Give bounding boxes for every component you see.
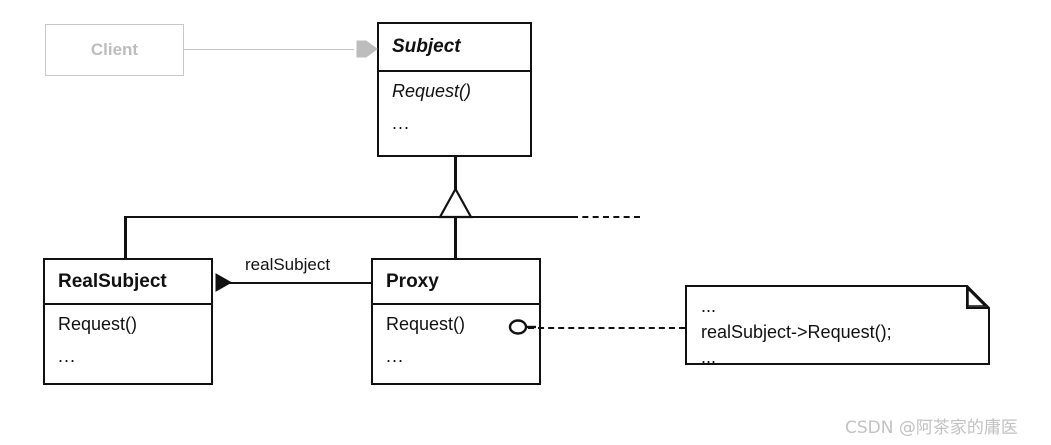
- note-box-proxy-request[interactable]: ... realSubject->Request(); ...: [685, 283, 992, 367]
- generalization-crossbar: [124, 216, 574, 218]
- note-text-block: ... realSubject->Request(); ...: [701, 294, 892, 371]
- operation-real-subject-request: Request(): [58, 314, 138, 334]
- class-name-real-subject: RealSubject: [58, 270, 167, 292]
- class-box-client[interactable]: Client: [45, 24, 184, 76]
- class-box-real-subject[interactable]: RealSubject Request() ...: [43, 258, 213, 385]
- edge-label-real-subject: realSubject: [245, 255, 331, 274]
- edge-client-to-subject-line: [184, 49, 354, 50]
- class-title-compartment-real-subject: RealSubject: [45, 260, 211, 305]
- class-name-subject: Subject: [392, 36, 461, 57]
- class-operations-compartment-real-subject: Request() ...: [45, 305, 211, 383]
- operation-subject-ellipsis: ...: [392, 113, 411, 133]
- class-title-compartment-proxy: Proxy: [373, 260, 539, 305]
- generalization-crossbar-dashed-continuation: [572, 216, 640, 218]
- class-box-proxy[interactable]: Proxy Request() ...: [371, 258, 541, 385]
- class-name-client: Client: [90, 40, 139, 59]
- generalization-stem-upper: [454, 157, 457, 191]
- generalization-branch-proxy: [454, 216, 457, 260]
- note-line-3: ...: [701, 347, 717, 368]
- class-title-compartment-subject: Subject: [379, 24, 530, 72]
- operation-subject-request: Request(): [392, 81, 472, 101]
- arrowhead-client-to-subject-icon: [356, 40, 378, 58]
- note-box-shape: [685, 283, 992, 365]
- class-name-proxy: Proxy: [386, 270, 439, 292]
- operation-proxy-ellipsis: ...: [386, 346, 405, 366]
- class-box-subject[interactable]: Subject Request() ...: [377, 22, 532, 157]
- generalization-branch-real-subject: [124, 216, 127, 260]
- note-connector-dashed: [528, 327, 685, 329]
- note-line-2: realSubject->Request();: [701, 321, 892, 342]
- edge-proxy-to-real-subject-line: [218, 282, 371, 284]
- class-operations-compartment-subject: Request() ...: [379, 72, 530, 155]
- note-line-1: ...: [701, 296, 717, 316]
- operation-proxy-request: Request(): [386, 314, 466, 334]
- watermark-text: CSDN @阿茶家的庸医: [845, 418, 1018, 438]
- class-operations-compartment-proxy: Request() ...: [373, 305, 539, 383]
- generalization-triangle-icon: [438, 186, 473, 219]
- operation-real-subject-ellipsis: ...: [58, 346, 77, 366]
